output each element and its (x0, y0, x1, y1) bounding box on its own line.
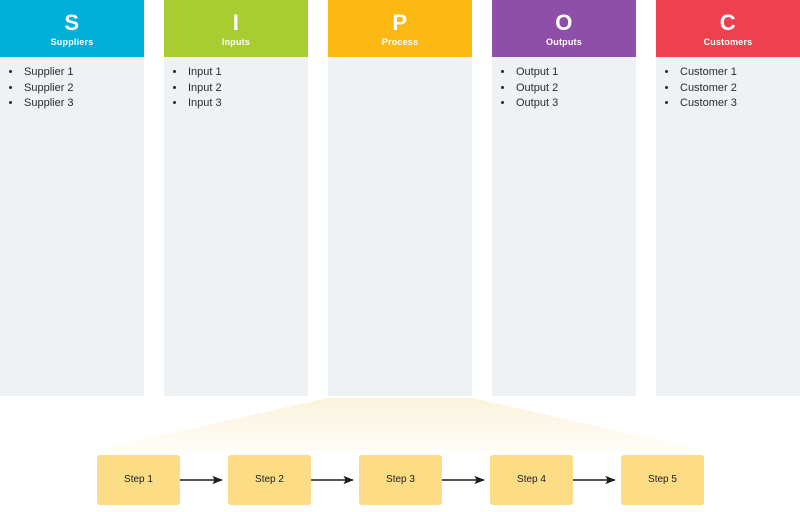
funnel-polygon (93, 398, 705, 451)
list-item: Customer 3 (678, 96, 794, 112)
column-header-inputs: I Inputs (164, 0, 308, 57)
process-step-2[interactable]: Step 2 (228, 455, 311, 505)
column-title-customers: Customers (703, 36, 753, 47)
list-item: Supplier 3 (22, 96, 138, 112)
list-item: Input 3 (186, 96, 302, 112)
list-item: Supplier 2 (22, 81, 138, 97)
process-step-2-label: Step 2 (255, 474, 284, 485)
list-item: Customer 1 (678, 65, 794, 81)
column-letter-o: O (555, 9, 573, 35)
list-item: Input 2 (186, 81, 302, 97)
process-step-5-label: Step 5 (648, 474, 677, 485)
column-letter-s: S (64, 9, 80, 35)
sipoc-column-suppliers[interactable]: S Suppliers Supplier 1Supplier 2Supplier… (0, 0, 144, 396)
process-step-3[interactable]: Step 3 (359, 455, 442, 505)
process-flow-row: Step 1 Step 2 Step 3 Step 4 Step 5 (0, 455, 800, 505)
column-title-inputs: Inputs (221, 36, 251, 47)
list-item: Customer 2 (678, 81, 794, 97)
column-header-customers: C Customers (656, 0, 800, 57)
column-body-inputs: Input 1Input 2Input 3 (164, 57, 308, 396)
list-item: Input 1 (186, 65, 302, 81)
process-step-1[interactable]: Step 1 (97, 455, 180, 505)
process-step-5[interactable]: Step 5 (621, 455, 704, 505)
column-header-suppliers: S Suppliers (0, 0, 144, 57)
column-letter-i: I (232, 9, 240, 35)
column-title-process: Process (381, 36, 419, 47)
input-list: Input 1Input 2Input 3 (170, 65, 302, 112)
column-title-suppliers: Suppliers (50, 36, 94, 47)
supplier-list: Supplier 1Supplier 2Supplier 3 (6, 65, 138, 112)
column-body-customers: Customer 1Customer 2Customer 3 (656, 57, 800, 396)
column-letter-p: P (392, 9, 408, 35)
column-body-outputs: Output 1Output 2Output 3 (492, 57, 636, 396)
process-step-3-label: Step 3 (386, 474, 415, 485)
process-step-4[interactable]: Step 4 (490, 455, 573, 505)
column-title-outputs: Outputs (546, 36, 582, 47)
list-item: Output 2 (514, 81, 630, 97)
process-funnel-shape (93, 398, 705, 451)
column-header-process: P Process (328, 0, 472, 57)
sipoc-columns-row: S Suppliers Supplier 1Supplier 2Supplier… (0, 0, 800, 396)
column-letter-c: C (719, 9, 737, 35)
list-item: Output 1 (514, 65, 630, 81)
column-body-suppliers: Supplier 1Supplier 2Supplier 3 (0, 57, 144, 396)
process-step-1-label: Step 1 (124, 474, 153, 485)
process-step-4-label: Step 4 (517, 474, 546, 485)
column-header-outputs: O Outputs (492, 0, 636, 57)
customer-list: Customer 1Customer 2Customer 3 (662, 65, 794, 112)
sipoc-column-customers[interactable]: C Customers Customer 1Customer 2Customer… (656, 0, 800, 396)
sipoc-column-process[interactable]: P Process (328, 0, 472, 396)
output-list: Output 1Output 2Output 3 (498, 65, 630, 112)
sipoc-column-outputs[interactable]: O Outputs Output 1Output 2Output 3 (492, 0, 636, 396)
list-item: Output 3 (514, 96, 630, 112)
list-item: Supplier 1 (22, 65, 138, 81)
sipoc-column-inputs[interactable]: I Inputs Input 1Input 2Input 3 (164, 0, 308, 396)
column-body-process (328, 57, 472, 396)
